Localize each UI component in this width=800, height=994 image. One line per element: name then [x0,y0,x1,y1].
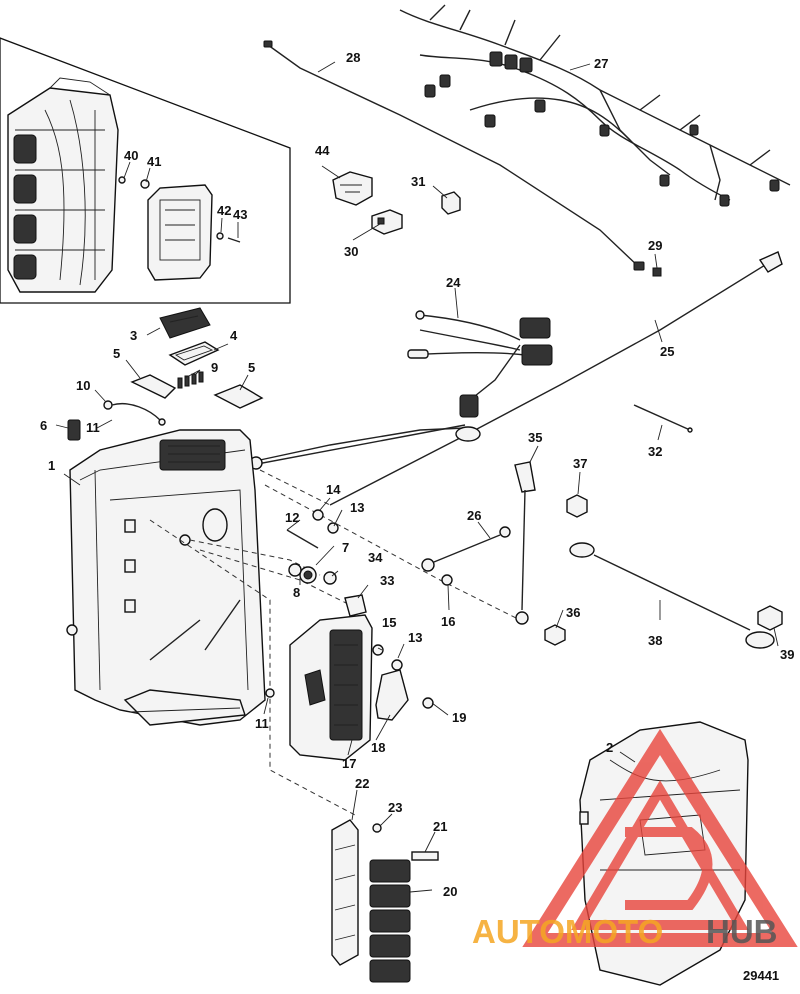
cable-26-illustration [421,526,511,572]
cable-35-illustration [514,461,536,625]
wire-10-illustration [103,400,166,426]
bracket-18-illustration [375,669,409,721]
callout-9: 9 [211,360,218,375]
cable-38-illustration [569,542,775,649]
callout-10: 10 [76,378,90,393]
watermark-brand-part2: HUB [706,913,778,950]
callout-15: 15 [382,615,396,630]
figure-number: 29441 [743,968,779,983]
bracket-5-illustrations [130,374,264,409]
callout-44: 44 [315,143,330,158]
callout-2: 2 [606,740,613,755]
callout-29: 29 [648,238,662,253]
callout-25: 25 [660,344,674,359]
callout-5a: 5 [113,346,120,361]
callout-13a: 13 [350,500,364,515]
callout-24: 24 [446,275,461,290]
callout-6: 6 [40,418,47,433]
callout-19: 19 [452,710,466,725]
inset-engine-illustration [7,77,119,293]
nuts-illustrations [544,494,783,646]
cover-3-illustration [159,307,211,339]
callout-5b: 5 [248,360,255,375]
callout-36: 36 [566,605,580,620]
callout-1: 1 [48,458,55,473]
callout-14: 14 [326,482,341,497]
callout-31: 31 [411,174,425,189]
connectors-20-illustration [369,859,411,983]
callout-12: 12 [285,510,299,525]
connector-30-illustration [371,209,403,235]
callout-30: 30 [344,244,358,259]
callout-26: 26 [467,508,481,523]
watermark-brand-part1: AUTOMOTO [472,913,663,950]
harness-27-illustration [399,4,791,207]
hardware-illustrations [265,509,453,709]
callout-21: 21 [433,819,447,834]
ecm-17-illustration [289,614,373,761]
callout-4: 4 [230,328,238,343]
relay-6-illustration [67,419,81,441]
watermark-text: AUTOMOTO HUB [472,913,778,950]
callout-16: 16 [441,614,455,629]
callout-22: 22 [355,776,369,791]
callout-7: 7 [342,540,349,555]
callout-40: 40 [124,148,138,163]
callout-23: 23 [388,800,402,815]
callout-13b: 13 [408,630,422,645]
callout-labels: 1 2 3 4 5 5 6 7 8 9 10 11 11 12 13 13 14… [40,50,794,899]
pin-32-illustration [633,404,693,433]
callout-34: 34 [368,550,383,565]
watermark-logo [522,728,798,947]
callout-11b: 11 [255,716,269,731]
leader-lines [55,61,779,893]
callout-39: 39 [780,647,794,662]
callout-11a: 11 [86,420,100,435]
callout-37: 37 [573,456,587,471]
cable-25-illustration [249,251,783,506]
seal-4-illustration [168,341,220,366]
callout-38: 38 [648,633,662,648]
bracket-22-illustration [331,819,359,966]
callout-3: 3 [130,328,137,343]
callout-32: 32 [648,444,662,459]
connector-44-illustration [332,171,373,206]
callout-8: 8 [293,585,300,600]
wire-28-illustration [263,40,645,271]
callout-41: 41 [147,154,161,169]
inset-detail [0,37,291,304]
clip-29-illustration [652,267,662,277]
callout-18: 18 [371,740,385,755]
callout-20: 20 [443,884,457,899]
fuses-9-illustration [177,371,204,389]
inset-leader-lines [123,161,239,238]
callout-43: 43 [233,207,247,222]
callout-28: 28 [346,50,360,65]
fuse-21-illustration [411,851,439,861]
callout-42: 42 [217,203,231,218]
electrical-box-1-illustration [66,429,266,726]
callout-33: 33 [380,573,394,588]
inset-module-illustration [118,176,241,281]
callout-17: 17 [342,756,356,771]
screw-23-illustration [372,823,382,833]
callout-27: 27 [594,56,608,71]
harness-24-illustration [407,310,553,418]
clip-31-illustration [441,191,461,215]
callout-35: 35 [528,430,542,445]
